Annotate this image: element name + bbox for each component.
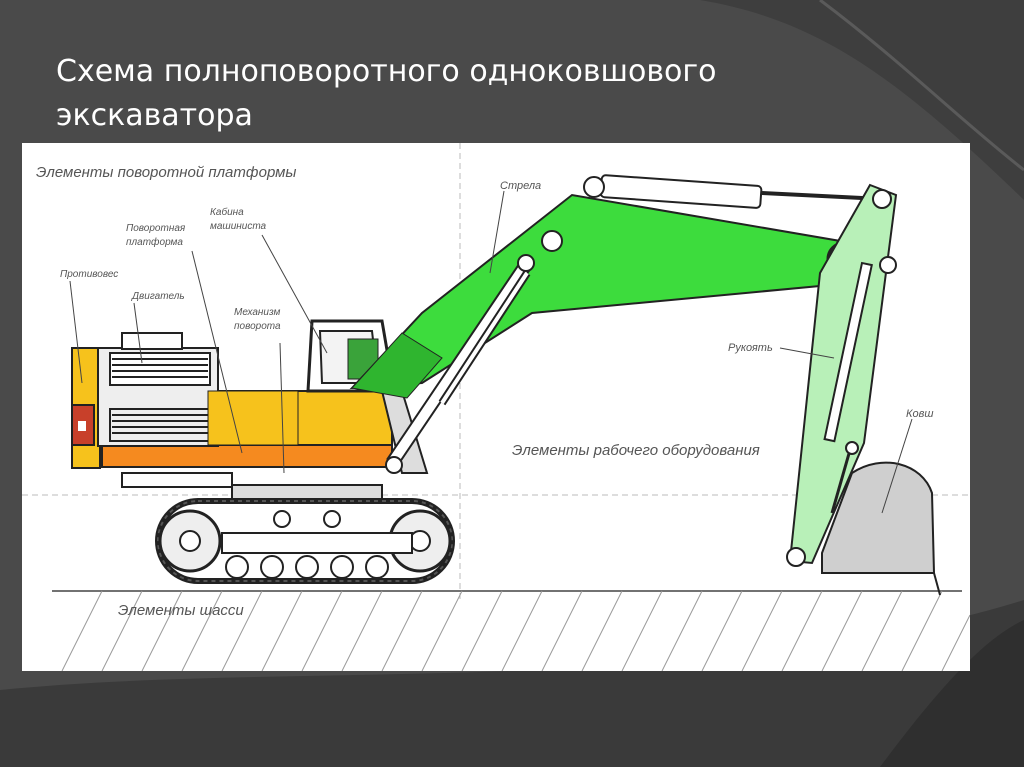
bucket [821, 441, 941, 596]
label-bucket: Ковш [906, 408, 933, 420]
label-cabin-line-2: машиниста [210, 221, 267, 232]
label-swing-line-2: поворота [234, 321, 281, 332]
label-cabin-line-1: Кабина [210, 206, 244, 218]
slide-title-line-1: Схема полноповоротного одноковшового [56, 54, 717, 89]
excavator-diagram: Элементы поворотной платформы Противовес… [22, 143, 970, 671]
label-swing-line-1: Механизм [234, 307, 281, 318]
boom-cylinders [385, 254, 535, 474]
counterweight [71, 347, 101, 469]
label-platform-line-2: платформа [126, 236, 183, 248]
crawler-track [155, 484, 455, 584]
label-work-equipment: Элементы рабочего оборудования [512, 442, 760, 459]
engine-housing [97, 332, 299, 447]
label-boom: Стрела [500, 180, 541, 192]
ground-hatching [52, 590, 970, 671]
boom [349, 193, 862, 399]
label-chassis-elements: Элементы шасси [118, 602, 244, 619]
stick-cylinder [583, 174, 883, 209]
slide-title: Схема полноповоротного одноковшового экс… [56, 50, 856, 138]
stick [786, 183, 898, 567]
label-counterweight: Противовес [60, 269, 118, 280]
label-platform-line-1: Поворотная [126, 223, 186, 234]
label-engine: Двигатель [131, 291, 185, 302]
slide-title-line-2: экскаватора [56, 98, 253, 133]
label-stick: Рукоять [728, 342, 773, 354]
label-platform-elements: Элементы поворотной платформы [36, 164, 296, 181]
